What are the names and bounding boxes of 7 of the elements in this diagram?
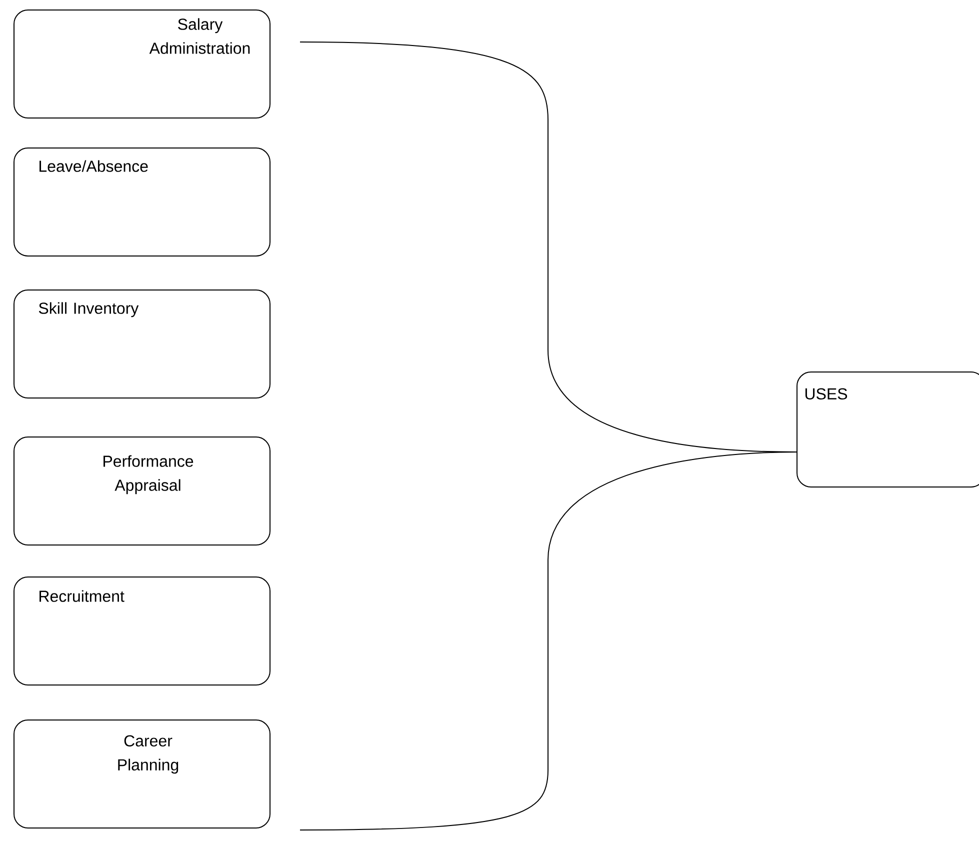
process-box: Salary Administration <box>14 9 270 118</box>
process-box: Performance Appraisal <box>14 436 270 546</box>
process-box: Leave/Absence <box>14 147 270 256</box>
process-box: USES <box>796 371 979 488</box>
process-box: Career Planning <box>14 719 270 828</box>
process-box: Skill Inventory <box>14 289 270 398</box>
process-box: Recruitment <box>14 576 270 686</box>
